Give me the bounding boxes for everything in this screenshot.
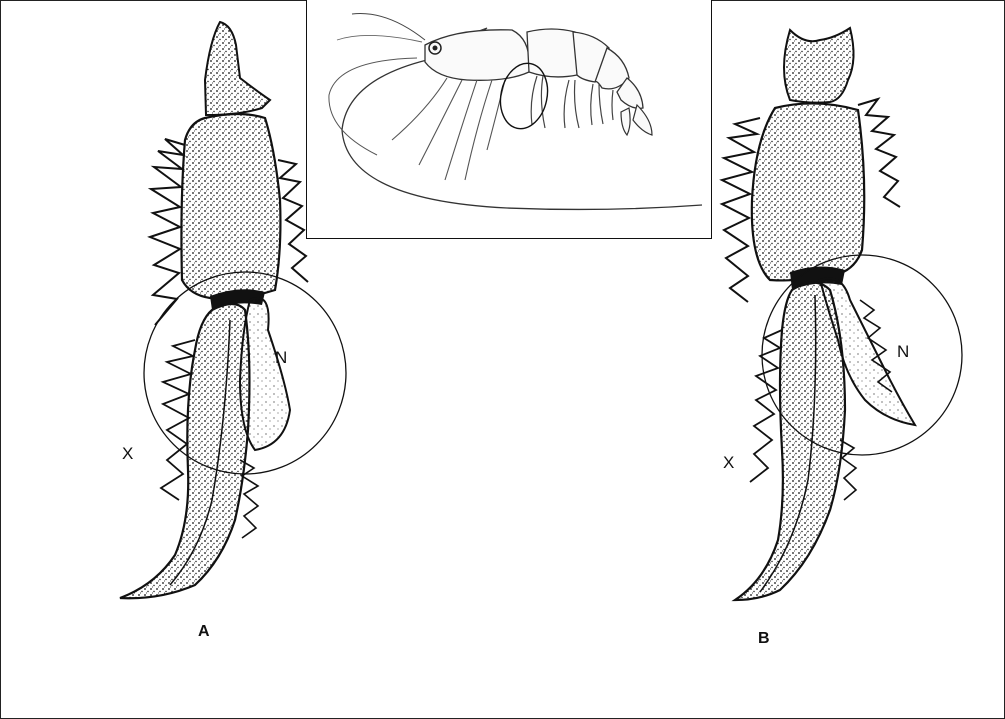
pleopod-a-tip-segment (205, 22, 270, 115)
figure-label-b: B (758, 631, 770, 647)
label-n-a: N (275, 349, 287, 366)
pleopod-a-protopod (181, 114, 280, 298)
pleopod-b (722, 28, 962, 600)
shrimp-inset-panel (306, 0, 712, 239)
pleopod-b-tip-segment (784, 28, 854, 103)
pleopod-b-protopod (752, 103, 864, 280)
label-x-a: X (122, 445, 133, 462)
pleopod-b-exopod (735, 283, 845, 601)
shrimp-whole-body-sketch (307, 0, 711, 238)
label-n-b: N (897, 343, 909, 360)
figure-label-a: A (198, 624, 210, 640)
pleopod-a-exopod (120, 304, 249, 598)
label-x-b: X (723, 454, 734, 471)
